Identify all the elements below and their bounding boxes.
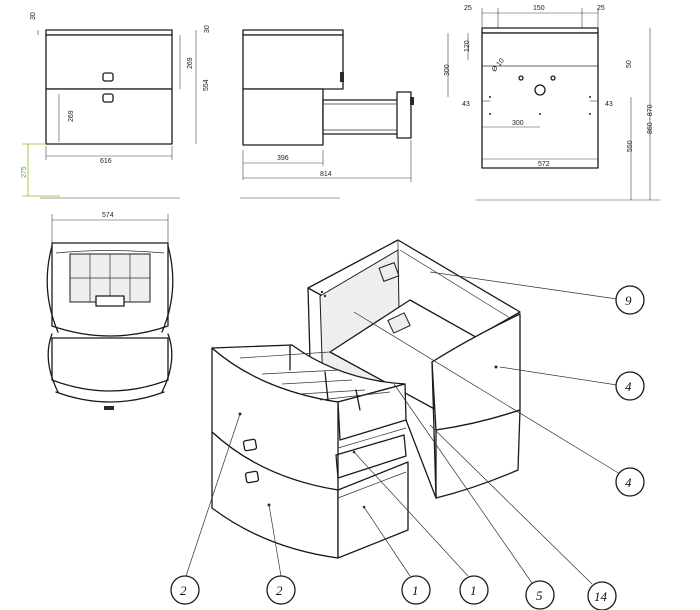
dim-top-vert-550: 550 [627,140,634,152]
callout-circle [459,575,489,605]
dim-top-left-edge: 43 [462,101,470,108]
callout-circle [170,575,200,605]
callout-label: 1 [412,583,419,598]
callout-label: 9 [625,293,632,308]
callout-circle [615,467,645,497]
plan-view: 574 [46,212,174,410]
iso-hinge-top [378,262,400,282]
side-lower-body [242,88,324,146]
top-hole-right [550,75,556,81]
callout-label: 1 [470,583,477,598]
plan-lower-drawer [51,337,169,392]
callout-circle [615,371,645,401]
dim-top-height: 300 [444,64,451,76]
side-countertop [242,29,344,36]
side-drawer-handle [410,97,414,105]
dim-top-center: 300 [512,120,524,127]
dim-side-top-gap: 30 [204,25,211,33]
callout-circle [401,575,431,605]
isometric-view [211,239,521,559]
dim-front-floor: 275 [21,166,28,178]
callout-label: 4 [625,379,632,394]
callout-circle [615,285,645,315]
front-top-handle [102,72,114,82]
side-handle [340,72,344,82]
side-drawer-front [396,91,412,139]
front-view: 30 269 554 269 616 275 [21,12,210,199]
iso-drawer-side-lower [337,461,409,559]
iso-handle-upper [242,438,258,452]
dim-front-height: 554 [203,79,210,91]
iso-front-bottom-right [435,409,521,499]
dim-front-top-gap: 30 [30,12,37,20]
dim-top-right-edge: 43 [605,101,613,108]
callout-label: 2 [180,583,187,598]
dim-top-offset: 120 [464,40,471,52]
dim-top-small: 50 [626,60,633,68]
dim-top-width: 572 [538,161,550,168]
dim-side-inner: 396 [277,155,289,162]
callout-label: 4 [625,475,632,490]
top-drain-hole [534,84,546,96]
front-bottom-handle [102,93,114,103]
dim-top-gap-right: 25 [597,5,605,12]
iso-handle-lower [244,470,260,484]
side-upper-body [242,34,344,90]
front-countertop [45,29,173,36]
dim-plan-width: 574 [102,212,114,219]
callouts: 9 4 4 2 2 1 1 5 14 [170,271,645,610]
top-view: 25 150 25 300 120 Ø 10 50 43 43 300 572 … [444,5,660,201]
dim-top-span: 150 [533,5,545,12]
callout-circle [266,575,296,605]
callout-circle [587,581,617,610]
dim-top-vert-range: 860 - 870 [647,104,654,134]
dim-top-gap-left: 25 [464,5,472,12]
top-hole-left [518,75,524,81]
callout-label: 5 [536,588,543,603]
dim-front-width: 616 [100,158,112,165]
top-panel [481,32,599,169]
dim-side-overall: 814 [320,171,332,178]
top-countertop [481,27,599,34]
side-view: 30 396 814 [204,25,414,199]
iso-drawer-side-upper [337,383,407,441]
dim-front-bottom-drawer: 269 [68,110,75,122]
callout-circle [525,580,555,610]
dim-front-top-drawer: 269 [187,57,194,69]
callout-label: 14 [594,589,608,604]
iso-hinge-mid [387,312,411,334]
side-open-drawer [322,99,409,135]
callout-label: 2 [276,583,283,598]
